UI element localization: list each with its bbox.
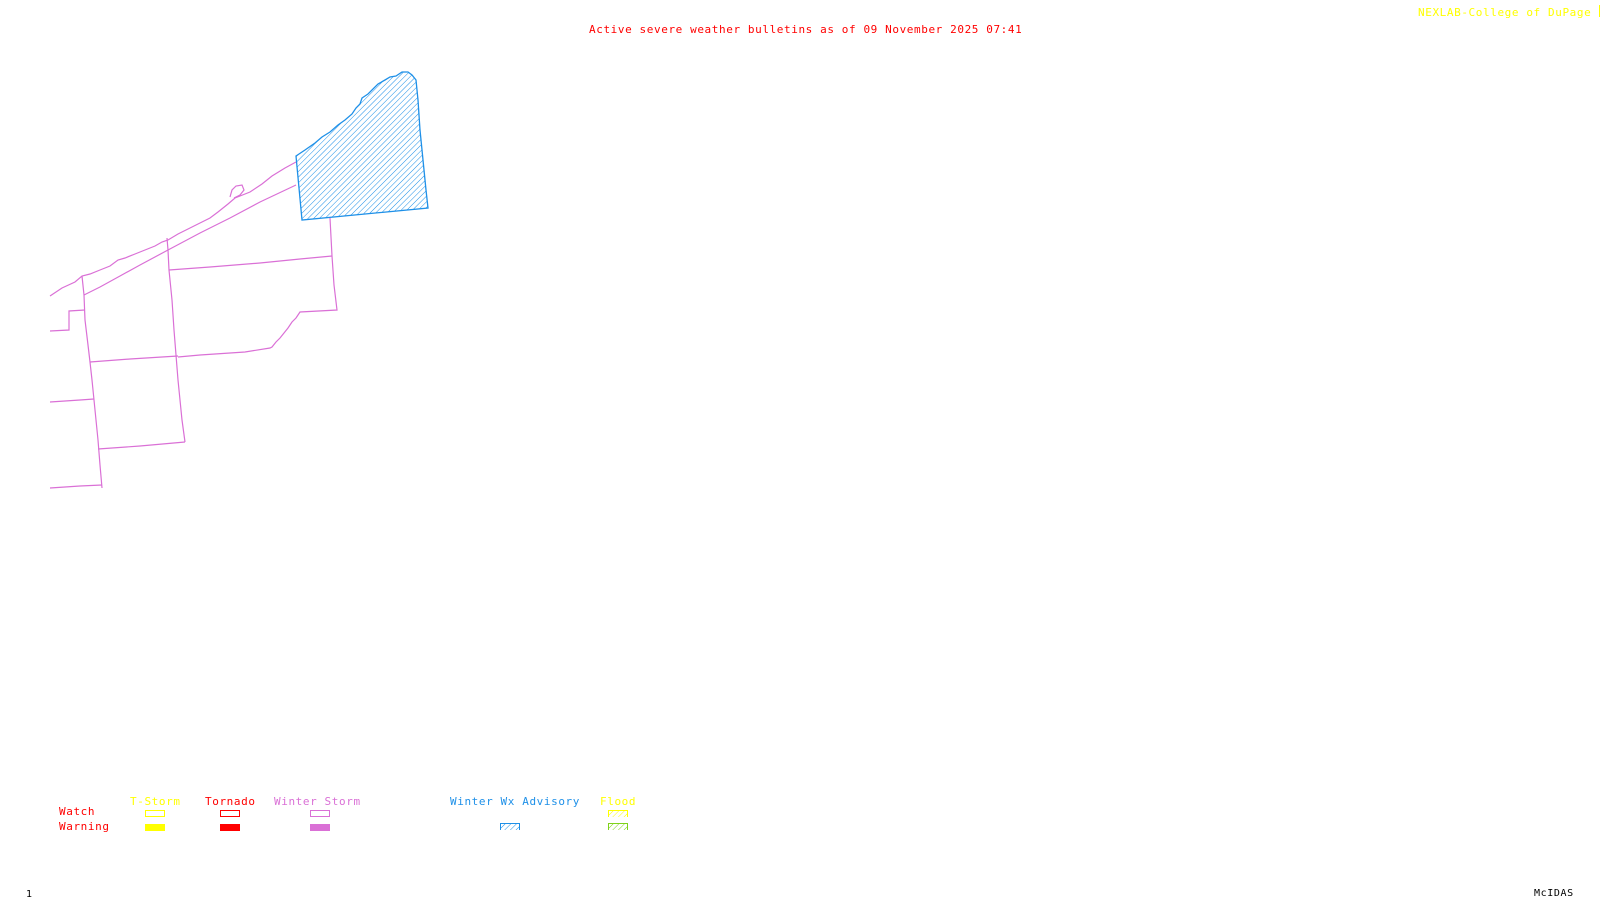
harbor-outline	[229, 184, 245, 199]
legend-flood-label: Flood	[600, 795, 637, 808]
county-line-lower	[97, 441, 186, 450]
winter-wx-advisory-swatch	[500, 823, 520, 830]
legend-winter-storm-label: Winter Storm	[274, 795, 361, 808]
legend-tornado-label: Tornado	[205, 795, 256, 808]
county-boundaries	[49, 161, 338, 489]
credit-label: NEXLAB-College of DuPage	[1418, 5, 1600, 19]
winter-storm-warning-swatch	[310, 824, 330, 831]
legend-tstorm-label: T-Storm	[130, 795, 181, 808]
county-line-mid	[89, 355, 179, 363]
tornado-watch-swatch	[220, 810, 240, 817]
flood-warning-swatch	[608, 823, 628, 830]
county-line-diagonal	[83, 184, 297, 296]
tornado-warning-swatch	[220, 824, 240, 831]
county-line-step	[49, 309, 86, 332]
legend-row-warning: Warning	[59, 820, 110, 833]
bulletin-title: Active severe weather bulletins as of 09…	[589, 23, 1023, 36]
county-line-upper	[168, 255, 333, 271]
tstorm-watch-swatch	[145, 810, 165, 817]
county-line-bottom	[49, 484, 103, 489]
credit-text: NEXLAB-College of DuPage	[1418, 6, 1592, 19]
frame-number: 1	[26, 889, 33, 900]
legend-winter-wx-advisory-label: Winter Wx Advisory	[450, 795, 581, 808]
winter-storm-watch-swatch	[310, 810, 330, 817]
lakeshore-boundary	[49, 161, 297, 297]
winter-wx-advisory-polygon	[295, 71, 429, 221]
nexlab-logo-icon	[1598, 5, 1600, 17]
county-line-west	[81, 275, 103, 489]
county-line-east	[177, 217, 338, 358]
flood-watch-swatch	[608, 810, 628, 817]
legend-row-watch: Watch	[59, 805, 96, 818]
software-label: McIDAS	[1534, 888, 1574, 899]
county-line-lower-west	[49, 398, 95, 403]
county-line-middle	[166, 237, 186, 443]
tstorm-warning-swatch	[145, 824, 165, 831]
